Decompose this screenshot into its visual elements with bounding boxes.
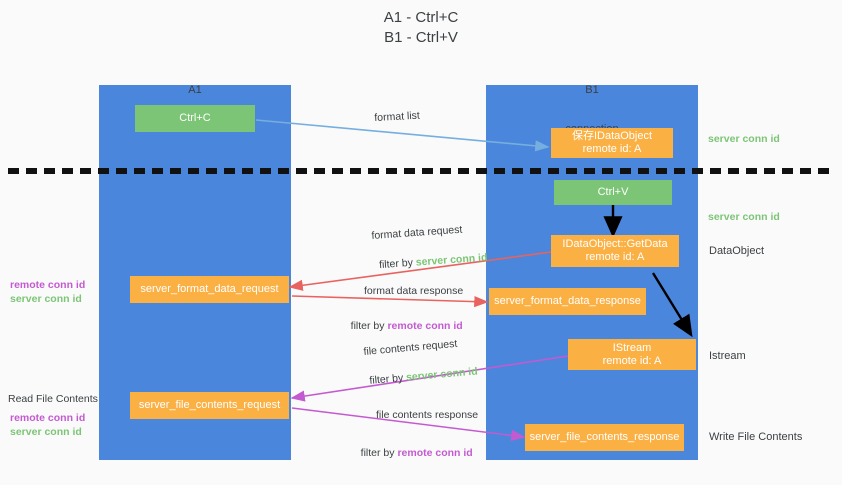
label-remote-conn-id-2: remote conn id xyxy=(10,412,86,424)
arrow-label-format-list: format list xyxy=(374,109,421,124)
label-read-file-contents: Read File Contents xyxy=(8,393,98,405)
arrow-label-format-data-request-filter: filter by server conn id xyxy=(366,237,489,287)
arrow-label-format-data-response-filter: filter by remote conn id xyxy=(339,305,463,347)
filter-prefix: filter by xyxy=(368,371,407,387)
box-ctrl-v[interactable]: Ctrl+V xyxy=(554,180,672,205)
column-header-a1-name: A1 xyxy=(188,84,202,96)
arrow-label-file-contents-response: file contents response xyxy=(376,409,479,421)
box-istream[interactable]: IStream remote id: A xyxy=(568,339,696,370)
box-server-file-contents-request[interactable]: server_file_contents_request xyxy=(130,392,289,419)
filter-value-server-conn-id: server conn id xyxy=(415,251,488,269)
label-server-conn-id-1: server conn id xyxy=(10,293,82,305)
box-idataobject-getdata[interactable]: IDataObject::GetData remote id: A xyxy=(551,235,679,267)
filter-value-remote-conn-id: remote conn id xyxy=(397,447,473,459)
filter-prefix: filter by xyxy=(378,256,417,272)
arrow-label-file-contents-request-filter: filter by server conn id xyxy=(356,351,479,403)
filter-prefix: filter by xyxy=(360,447,398,459)
filter-value-remote-conn-id: remote conn id xyxy=(387,320,463,332)
box-server-format-data-response[interactable]: server_format_data_response xyxy=(489,288,646,315)
label-server-conn-id-top: server conn id xyxy=(708,133,780,145)
label-dataobject: DataObject xyxy=(709,245,765,257)
box-save-idataobject[interactable]: 保存IDataObject remote id: A xyxy=(551,128,673,158)
box-ctrl-c[interactable]: Ctrl+C xyxy=(135,105,255,132)
label-remote-conn-id-1: remote conn id xyxy=(10,279,86,291)
box-server-file-contents-response[interactable]: server_file_contents_response xyxy=(525,424,684,451)
label-write-file-contents: Write File Contents xyxy=(709,431,803,443)
filter-value-server-conn-id: server conn id xyxy=(405,365,479,384)
arrow-label-format-data-response: format data response xyxy=(364,285,464,297)
column-header-b1-name: B1 xyxy=(585,84,599,96)
label-istream: Istream xyxy=(709,350,746,362)
label-server-conn-id-2: server conn id xyxy=(10,426,82,438)
filter-prefix: filter by xyxy=(350,320,388,332)
label-server-conn-id-mid: server conn id xyxy=(708,211,780,223)
arrow-label-file-contents-response-filter: filter by remote conn id xyxy=(349,432,473,474)
box-server-format-data-request[interactable]: server_format_data_request xyxy=(130,276,289,303)
page-title: A1 - Ctrl+C B1 - Ctrl+V xyxy=(383,9,459,46)
